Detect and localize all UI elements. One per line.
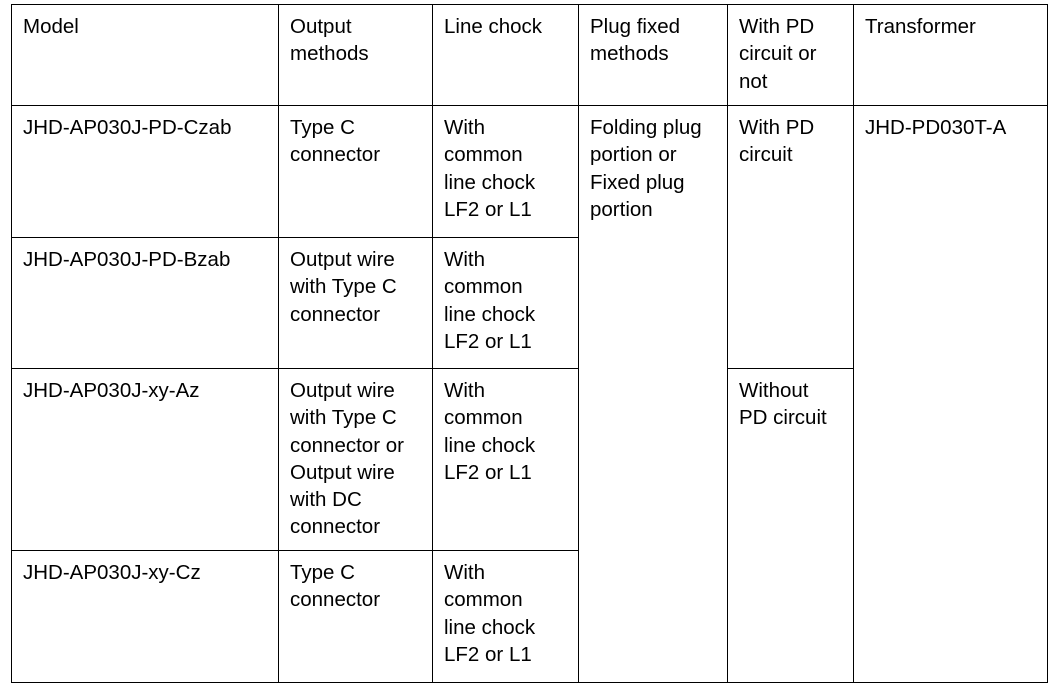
column-header-output: Output methods: [278, 4, 433, 106]
cell-output: Output wire with Type C connector or Out…: [278, 368, 433, 551]
cell-plug-fixed-methods: Folding plug portion or Fixed plug porti…: [578, 105, 728, 683]
table-row: JHD-AP030J-PD-Czab Type C connector With…: [11, 105, 1048, 683]
cell-model: JHD-AP030J-xy-Az: [11, 368, 279, 551]
cell-line-chock: With common line chock LF2 or L1: [432, 237, 579, 369]
cell-pd-with-circuit: With PD circuit: [727, 105, 854, 369]
column-header-model: Model: [11, 4, 279, 106]
cell-line-chock: With common line chock LF2 or L1: [432, 550, 579, 683]
page-root: Model Output methods Line chock Plug fix…: [11, 4, 1048, 683]
column-header-pd-circuit: With PD circuit or not: [727, 4, 854, 106]
cell-line-chock: With common line chock LF2 or L1: [432, 368, 579, 551]
table-header-row: Model Output methods Line chock Plug fix…: [11, 4, 1048, 106]
cell-line-chock: With common line chock LF2 or L1: [432, 105, 579, 238]
model-specification-table: Model Output methods Line chock Plug fix…: [11, 4, 1048, 683]
column-header-plug-fixed: Plug fixed methods: [578, 4, 728, 106]
cell-model: JHD-AP030J-PD-Bzab: [11, 237, 279, 369]
column-header-transformer: Transformer: [853, 4, 1048, 106]
cell-output: Type C connector: [278, 105, 433, 238]
cell-pd-without-circuit: Without PD circuit: [727, 368, 854, 683]
cell-model: JHD-AP030J-PD-Czab: [11, 105, 279, 238]
table-row: JHD-AP030J-xy-Az Output wire with Type C…: [11, 368, 1048, 683]
cell-transformer: JHD-PD030T-A: [853, 105, 1048, 683]
cell-output: Output wire with Type C connector: [278, 237, 433, 369]
table-row: JHD-AP030J-PD-Bzab Output wire with Type…: [11, 237, 1048, 369]
column-header-line-chock: Line chock: [432, 4, 579, 106]
cell-output: Type C connector: [278, 550, 433, 683]
cell-model: JHD-AP030J-xy-Cz: [11, 550, 279, 683]
